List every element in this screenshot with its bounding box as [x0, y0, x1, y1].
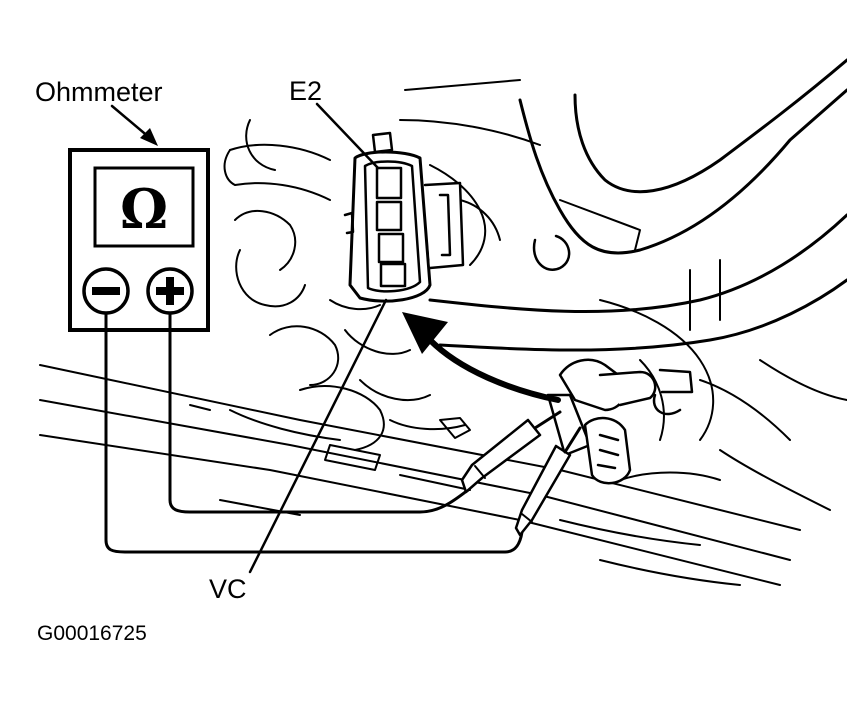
figure-id-caption: G00016725 — [37, 622, 147, 645]
ohmmeter-label: Ohmmeter — [35, 77, 163, 107]
direction-arrow — [402, 312, 561, 403]
ohm-symbol: Ω — [120, 177, 168, 241]
ohmmeter-display — [93, 166, 195, 248]
sensor-connector — [546, 358, 694, 485]
ohmmeter-body: Ω — [68, 148, 210, 332]
engine-bay-background — [39, 58, 847, 586]
test-leads — [104, 311, 582, 554]
e2-terminal-label: E2 — [289, 76, 322, 106]
leader-lines — [110, 102, 388, 574]
e2-connector — [343, 131, 465, 303]
vc-terminal-label: VC — [209, 574, 247, 604]
minus-sign-icon — [92, 287, 120, 295]
